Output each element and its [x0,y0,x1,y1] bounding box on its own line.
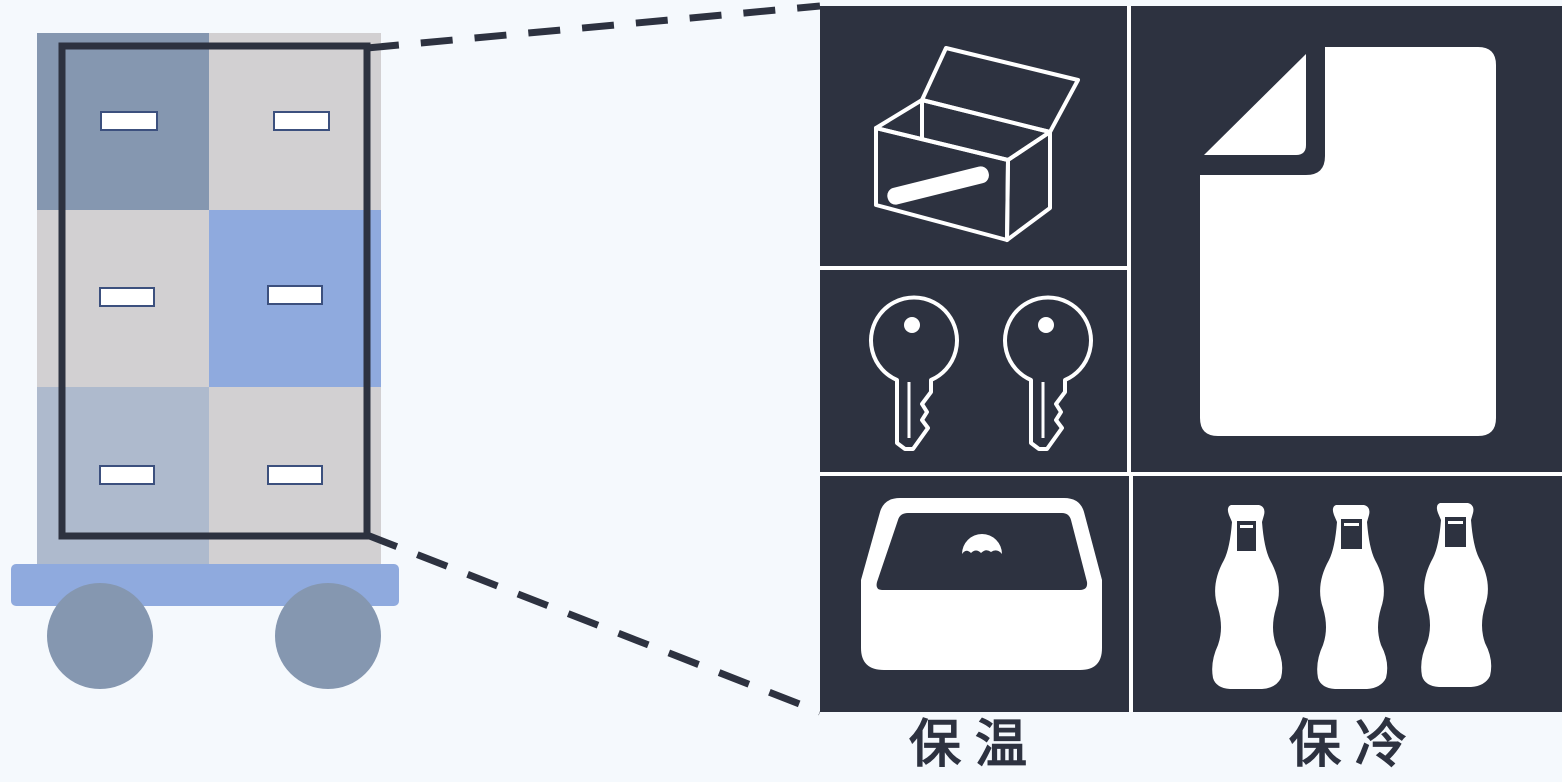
bottles-icon [1212,503,1492,689]
bottle-icon [1317,505,1388,689]
food-container-icon [861,498,1102,670]
zoom-line-bottom [365,531,822,716]
cold-storage-label: 保冷 [1288,715,1421,775]
cart-wheel [275,583,381,689]
highlight-frame [58,42,371,540]
locker-handle [99,287,155,307]
bottle-icon [1421,503,1492,687]
locker-handle [273,111,330,131]
locker-handle [267,285,323,305]
delivery-cart-icon [11,33,399,689]
cart-wheel [47,583,153,689]
warm-storage-label: 保温 [908,715,1041,775]
zoom-connector [365,2,822,716]
locker-handle [99,465,155,485]
key-icon [1003,295,1093,451]
locker-handle [267,465,323,485]
key-icon [869,295,959,451]
document-icon [1200,47,1496,436]
zoom-line-top [366,2,821,52]
locker-handle [100,111,158,131]
zoom-panel [820,6,1562,712]
cardboard-box-icon [874,46,1080,242]
keys-icon [869,295,1093,451]
bottle-icon [1212,505,1283,689]
